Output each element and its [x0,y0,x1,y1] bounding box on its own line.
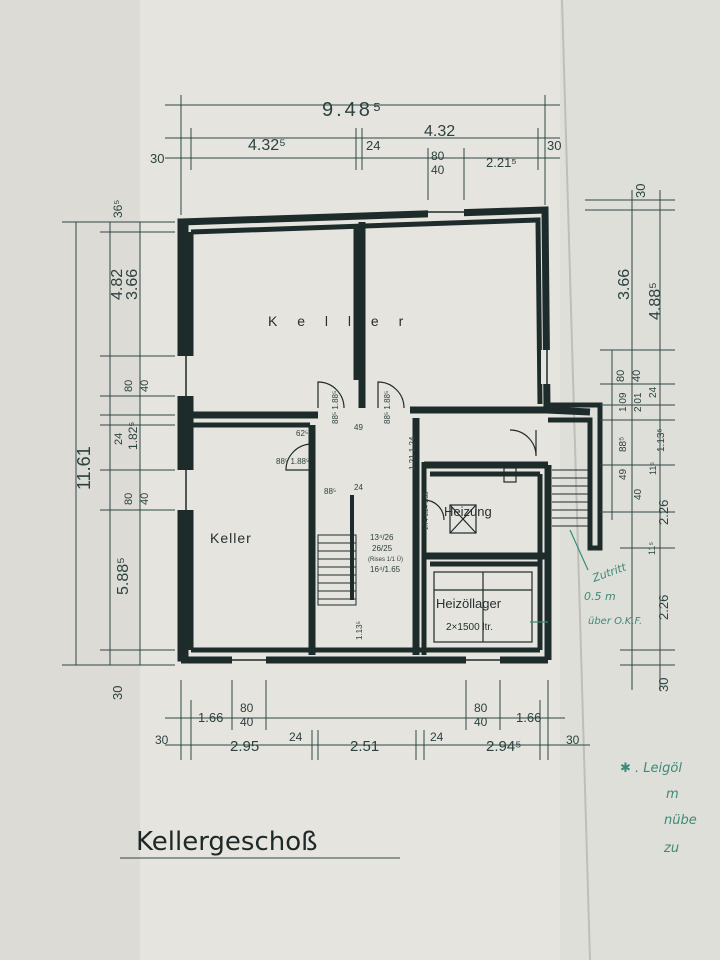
dim-right-top-wall: 30 [633,184,648,198]
label-heizoellager: Heizöllager [436,596,502,611]
paper-fold-line [561,0,591,960]
plan-annotations: 88⁵ 1.88⁵ 88⁵ 1.88⁵ 88⁵ 1.88⁵ 88⁵ 62⁵ 49… [276,391,430,640]
note-heiz-dim: 1.21 1.24 [408,436,417,470]
dim-left-upper: 4.82 [109,269,126,300]
dim-top-left-span: 4.32⁵ [248,137,286,154]
dim-right-s6: 49 [618,468,629,480]
dim-right-s3: 24 [648,386,659,398]
dim-bottom-room3: 2.94⁵ [486,738,521,755]
dim-top-right-span: 4.32 [424,123,455,140]
dim-bottom-wall-left: 30 [155,733,169,747]
dim-left-win2-w: 40 [139,493,151,505]
dim-right-s10: 2.26 [656,595,671,620]
note-door3: 88⁵ 1.88⁵ [276,457,309,466]
dim-left-top-wall: 36⁵ [111,200,125,218]
dimension-lines [62,95,675,760]
dim-bottom-wall2: 24 [430,730,444,744]
note-corr-24: 24 [354,483,363,492]
note-stair-run: 26/25 [372,544,393,553]
dim-bottom-room1: 2.95 [230,738,259,755]
top-dimensions: 9.48⁵ 4.32⁵ 4.32 30 24 30 80 40 2.21⁵ [150,99,561,177]
label-keller-top: K e l l e r [268,313,411,329]
dim-left-mid-room: 1.82⁵ [126,422,140,450]
oil-tank-symbol [433,571,533,643]
paper-fold [560,0,720,960]
dim-left-bottom-wall: 30 [110,686,125,700]
pen-margin-1: ✱ . Leigöl [620,761,682,776]
note-stair-len: 1.13⁵ [355,621,364,640]
pen-note-2: 0.5 m [584,590,616,603]
note-door4: 88⁵ [324,487,336,496]
dim-bottom-w2: 1.66 [516,710,541,725]
boiler-symbol [449,467,517,534]
dim-right-s11: 11⁵ [647,542,657,555]
dim-bottom-w1: 1.66 [198,710,223,725]
dim-right-s9: 2.26 [656,500,671,525]
window-marks [185,211,548,661]
dim-right-win-h: 80 [615,370,627,382]
plan-title: Kellergeschoß [136,827,318,857]
dim-left-mid-wall: 24 [113,433,125,445]
note-door1: 88⁵ 1.88⁵ [331,391,340,424]
note-stair-h: 16⁴/1.65 [370,565,401,574]
label-heizung: Heizung [444,504,492,519]
dim-left-win1-w: 40 [139,380,151,392]
dim-top-window-w: 40 [431,163,445,177]
dim-top-window-h: 80 [431,149,445,163]
dim-top-right-sub: 2.21⁵ [486,155,517,170]
dim-bottom-win-l-h: 80 [240,701,254,715]
paper-shade-left [0,0,140,960]
note-heiz-dim2: 1.74 1.24 1.55 [424,491,430,530]
note-door-small: 62⁵ [296,429,308,438]
label-keller-left: Keller [210,530,252,546]
pen-note-3: über O.K.F. [588,616,642,627]
pen-margin-4: zu [663,841,679,856]
dim-right-s5: 1.13⁵ [656,428,667,452]
dim-right-s7: 40 [633,488,644,500]
exterior-stair [552,469,588,527]
room-labels: K e l l e r Keller Heizung Heizöllager 2… [210,313,502,633]
stair-treads [317,495,357,606]
pen-margin-2: m [666,787,679,802]
door-swings [285,381,537,521]
dim-right-s8: 11⁵ [648,462,658,475]
dim-right-s4: 88⁵ [618,437,629,452]
left-dimensions: 11.61 4.82 3.66 36⁵ 80 40 1.82⁵ 24 80 40… [74,200,151,700]
dim-bottom-win-r-w: 40 [474,715,488,729]
dim-bottom-win-l-w: 40 [240,715,254,729]
dim-top-wall-mid: 24 [366,138,380,153]
dim-bottom-win-r-h: 80 [474,701,488,715]
dim-top-wall-right: 30 [547,138,561,153]
dim-top-wall-left: 30 [150,151,164,166]
dim-right-win-w: 40 [631,370,643,382]
dim-right-bottom-wall: 30 [656,678,671,692]
right-dimensions: 30 3.66 4.88⁵ 80 40 1.09 2.01 24 88⁵ 1.1… [615,184,671,692]
dim-left-win1-h: 80 [123,380,135,392]
dim-top-overall: 9.48⁵ [322,99,384,121]
bottom-dimensions: 30 1.66 80 40 2.95 24 2.51 24 2.94⁵ 80 4… [155,701,580,755]
dim-left-lower: 5.88⁵ [115,557,132,595]
pen-margin-3: nübe [664,813,697,828]
dim-left-win2-h: 80 [123,493,135,505]
dim-bottom-wall-right: 30 [566,733,580,747]
note-door2: 88⁵ 1.88⁵ [383,391,392,424]
note-stair-note: (Rises 1/1 Ü) [368,556,403,563]
note-stair-rise: 13⁴/26 [370,533,394,542]
dim-left-upper-room: 3.66 [124,269,141,300]
dim-bottom-room2: 2.51 [350,738,379,755]
dim-bottom-wall1: 24 [289,730,303,744]
dim-right-upper-room: 3.66 [616,269,633,300]
label-tank: 2×1500 ltr. [446,622,493,633]
dim-right-s1: 1.09 [618,392,629,412]
dim-right-s2: 2.01 [633,392,644,412]
note-corr-w: 49 [354,423,363,432]
dim-right-upper: 4.88⁵ [647,282,664,320]
dim-left-overall: 11.61 [74,446,94,490]
